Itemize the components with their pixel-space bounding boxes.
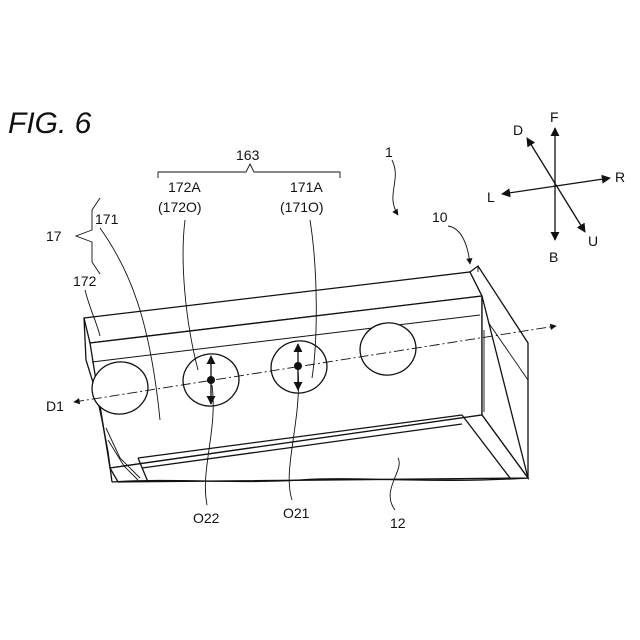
label-17: 17 [46, 228, 62, 244]
direction-label-d: D [513, 122, 523, 138]
label-o22: O22 [193, 510, 220, 526]
direction-label-u: U [588, 233, 598, 249]
direction-label-f: F [550, 109, 559, 125]
label-172a: 172A [168, 179, 201, 195]
label-171: 171 [95, 211, 119, 227]
direction-label-r: R [615, 169, 625, 185]
label-o21: O21 [283, 505, 310, 521]
brace-163 [158, 164, 340, 178]
label-171a: 171A [290, 179, 323, 195]
label-d1: D1 [46, 398, 64, 414]
label-172: 172 [73, 273, 97, 289]
compass-diagonal-axis [527, 138, 585, 232]
label-device-1: 1 [385, 144, 393, 160]
direction-compass: F B L R D U [487, 109, 625, 265]
label-171o: (171O) [280, 199, 324, 215]
label-housing-10: 10 [432, 209, 448, 225]
label-group-163: 163 [236, 147, 260, 163]
brace-17 [76, 198, 100, 274]
label-172o: (172O) [158, 199, 202, 215]
leader-device-1 [392, 160, 398, 215]
direction-label-b: B [549, 249, 558, 265]
figure-title: FIG. 6 [8, 107, 92, 140]
label-12: 12 [390, 515, 406, 531]
leader-housing-10 [448, 226, 470, 264]
direction-label-l: L [487, 189, 495, 205]
